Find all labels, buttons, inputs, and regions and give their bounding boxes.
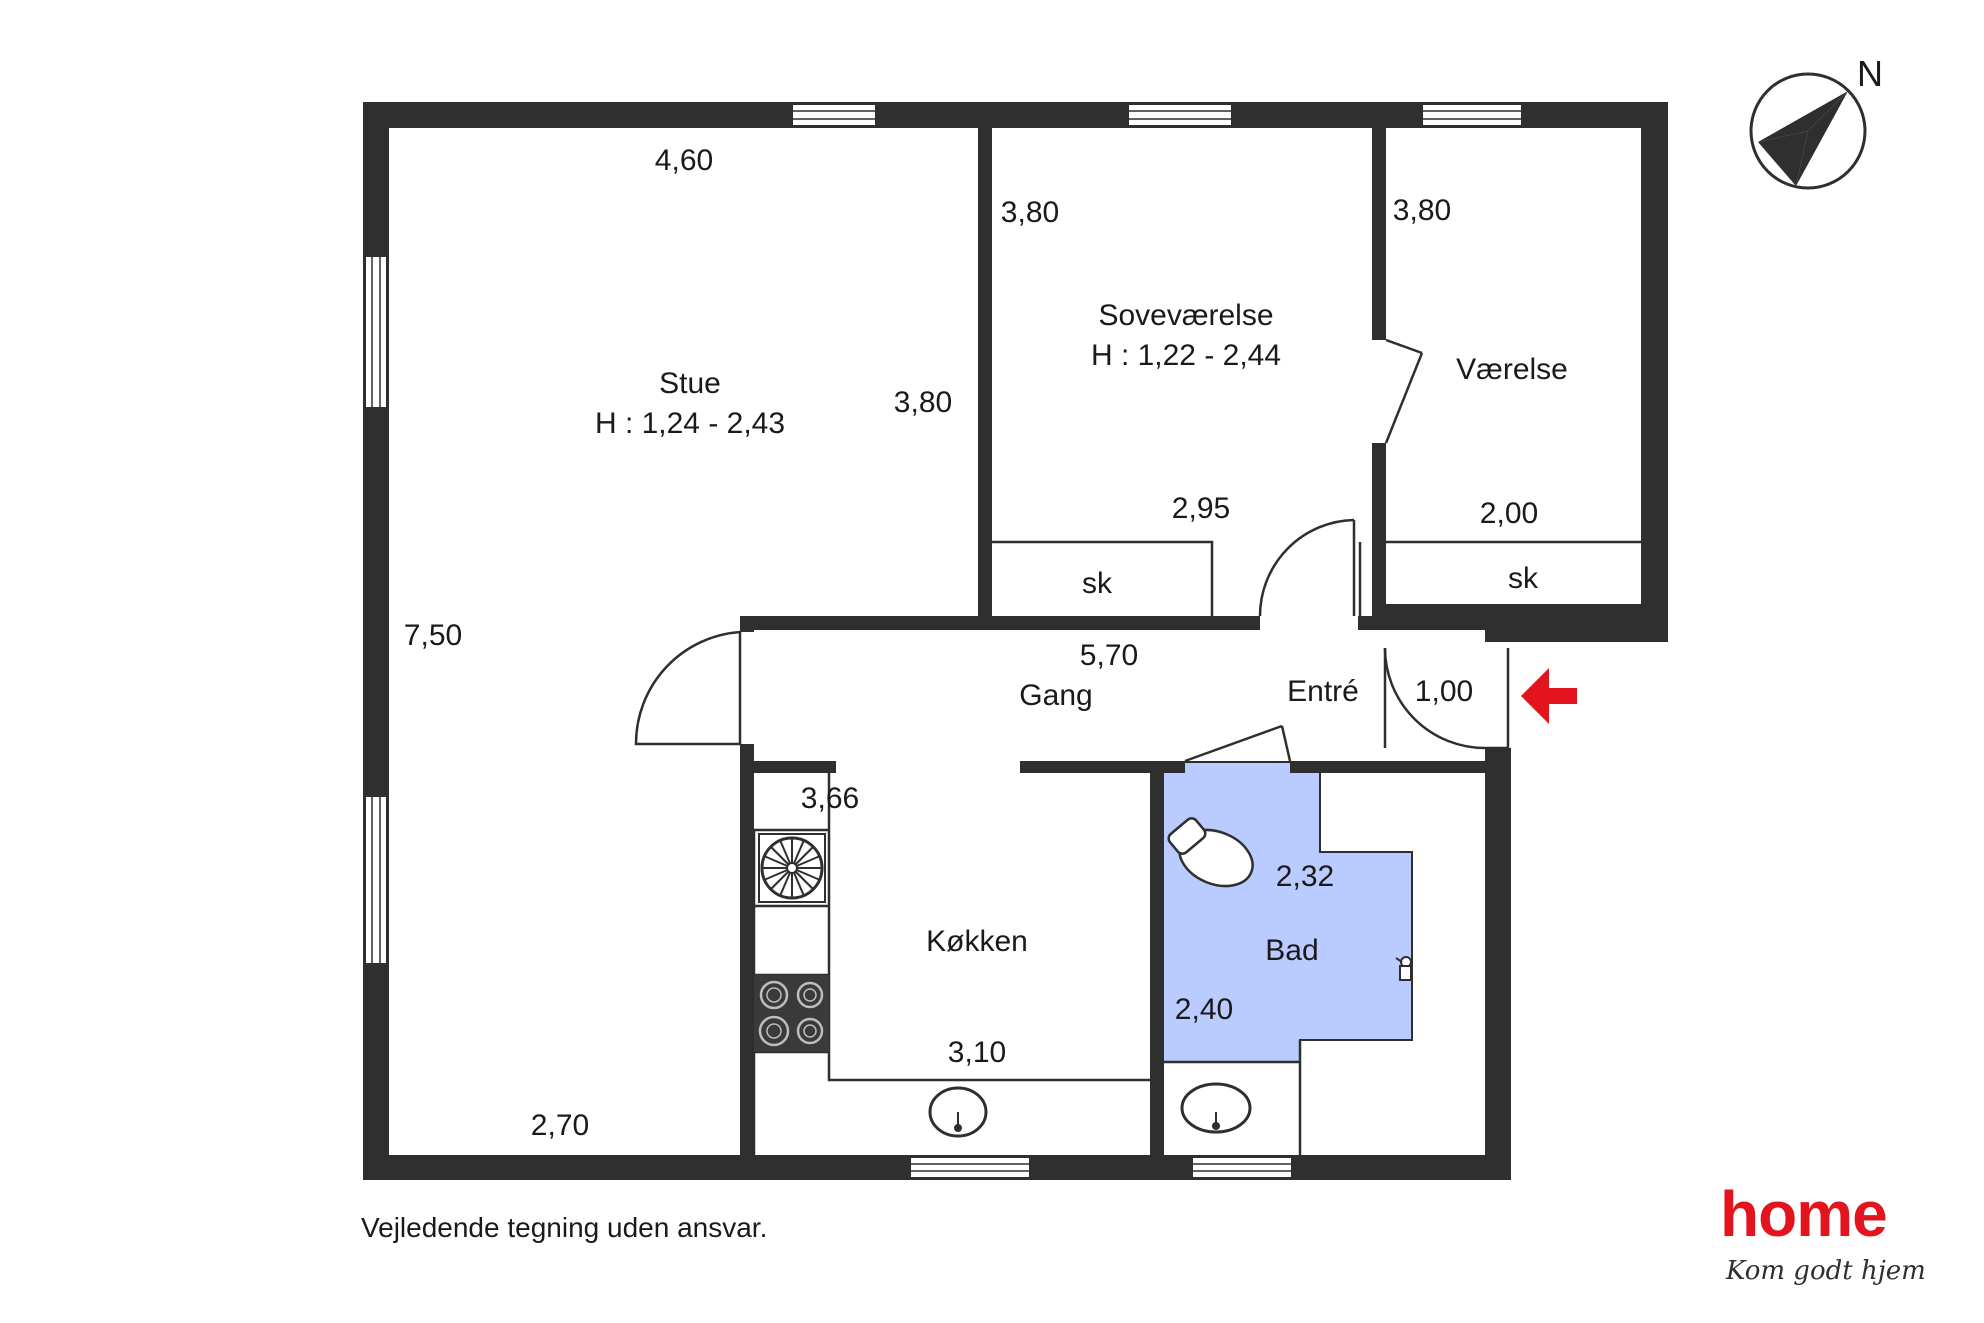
dimension-vaer-bottom: 2,00: [1480, 497, 1538, 530]
stove-icon: [754, 975, 829, 1052]
brand-logo-text: home: [1720, 1178, 1887, 1250]
window-bottom-1: [909, 1156, 1031, 1179]
room-height-stue: H : 1,24 - 2,43: [595, 407, 785, 440]
fan-icon: [758, 833, 826, 903]
room-label-entre: Entré: [1287, 675, 1359, 708]
dimension-sove-left: 3,80: [1001, 196, 1059, 229]
dimension-vaer-left: 3,80: [1393, 194, 1451, 227]
disclaimer-text: Vejledende tegning uden ansvar.: [361, 1212, 767, 1243]
dimension-stue-right: 3,80: [894, 386, 952, 419]
brand-slogan: Kom godt hjem: [1725, 1256, 1926, 1286]
room-label-stue: Stue: [659, 367, 721, 400]
room-labels: Stue H : 1,24 - 2,43 Soveværelse H : 1,2…: [595, 299, 1568, 967]
window-bottom-2: [1191, 1156, 1293, 1179]
outer-walls: [363, 102, 1668, 1180]
dimension-stue-top: 4,60: [655, 144, 713, 177]
doors: [634, 338, 1510, 763]
entrance-arrow-icon: [1521, 668, 1577, 724]
dimension-stue-bottom: 2,70: [531, 1109, 589, 1142]
window-top-2: [1127, 103, 1233, 127]
dimension-bad-left: 2,40: [1175, 993, 1233, 1026]
windows: [364, 103, 1523, 1179]
window-left-1: [364, 255, 388, 409]
shower-icon: [1395, 956, 1412, 981]
compass-icon: N: [1749, 53, 1883, 190]
dimension-gang-top: 5,70: [1080, 639, 1138, 672]
window-top-1: [791, 103, 877, 127]
wardrobe-label: sk: [1082, 567, 1113, 600]
sink-icon: [1180, 1082, 1252, 1134]
room-height-sovevaerelse: H : 1,22 - 2,44: [1091, 339, 1281, 372]
dimension-labels: 4,60 3,80 7,50 2,70 3,80 2,95 3,80 2,00 …: [404, 144, 1538, 1142]
window-left-2: [364, 795, 388, 965]
wardrobe-label: sk: [1508, 562, 1539, 595]
dimension-stue-left: 7,50: [404, 619, 462, 652]
window-top-3: [1421, 103, 1523, 127]
room-label-bad: Bad: [1265, 934, 1318, 967]
dimension-bad-top: 2,32: [1276, 860, 1334, 893]
dimension-kokken-bottom: 3,10: [948, 1036, 1006, 1069]
sink-icon: [928, 1086, 988, 1138]
room-label-kokken: Køkken: [926, 925, 1028, 958]
room-label-vaerelse: Værelse: [1456, 353, 1568, 386]
interior-walls: [740, 128, 1641, 1166]
compass-north-label: N: [1857, 53, 1883, 94]
room-label-sovevaerelse: Soveværelse: [1098, 299, 1273, 332]
dimension-sove-bottom: 2,95: [1172, 492, 1230, 525]
toilet-icon: [1167, 817, 1254, 888]
dimension-kokken-top: 3,66: [801, 782, 859, 815]
brand-logo: home Kom godt hjem: [1720, 1178, 1926, 1286]
room-label-gang: Gang: [1019, 679, 1092, 712]
dimension-entre-width: 1,00: [1415, 675, 1473, 708]
